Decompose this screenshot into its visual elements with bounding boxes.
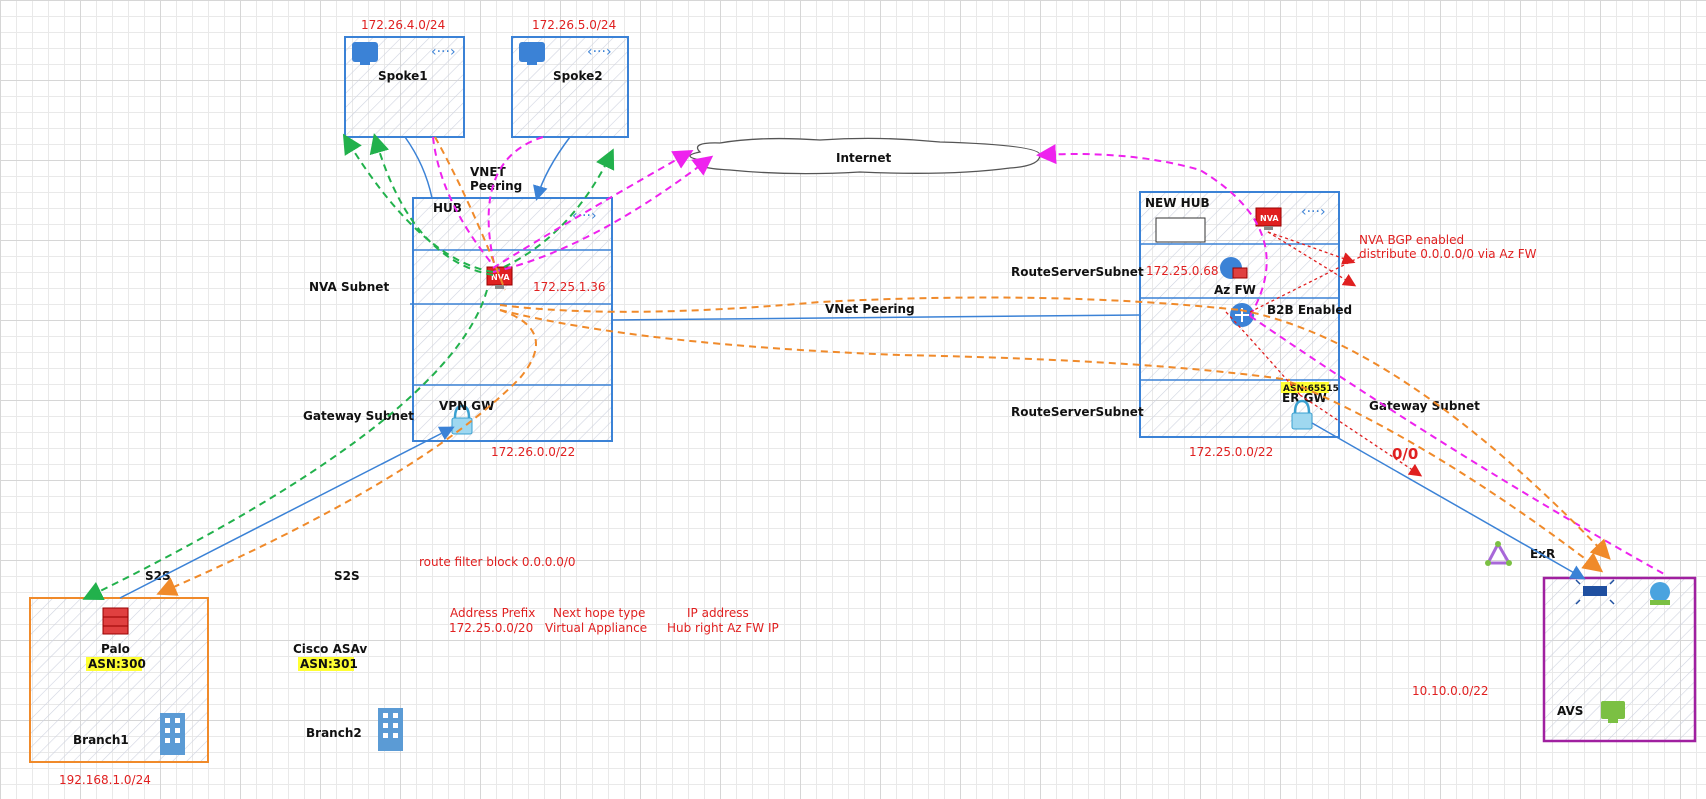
az-fw-icon[interactable] xyxy=(1220,257,1248,279)
new-hub-vnet[interactable]: NEW HUB NVA ‹···› Az FW B2B Enabled ASN:… xyxy=(1139,191,1352,438)
asn-highlight xyxy=(86,657,142,671)
route-table-header-prefix: Address Prefix xyxy=(450,606,535,620)
avs-prefix: 10.10.0.0/22 xyxy=(1412,684,1489,698)
avs-vm-icon xyxy=(1601,701,1625,723)
b2b-label: B2B Enabled xyxy=(1267,303,1352,317)
route-table-header-nexthop: Next hope type xyxy=(553,606,645,620)
branch2-s2s-label: S2S xyxy=(334,569,360,583)
hub-vnet[interactable]: HUB ‹···› NVA VPN GW xyxy=(410,197,613,442)
nva-subnet-label: NVA Subnet xyxy=(309,280,389,294)
vnet-icon: ‹···› xyxy=(431,44,456,60)
er-gw-icon[interactable] xyxy=(1291,399,1313,430)
branch1-label: Branch1 xyxy=(73,733,129,747)
er-gw-label: ER GW xyxy=(1282,391,1327,405)
spoke2-peering-link[interactable] xyxy=(533,136,571,201)
firewall-icon xyxy=(102,607,129,635)
nva-bgp-note-line1: NVA BGP enabled xyxy=(1359,233,1464,247)
vpn-gw-icon[interactable] xyxy=(451,404,473,435)
empty-box xyxy=(1155,217,1206,243)
spoke2-prefix: 172.26.5.0/24 xyxy=(532,18,616,32)
branch2-label: Branch2 xyxy=(306,726,362,740)
magenta-route-newhub-internet xyxy=(1036,144,1268,317)
s2s-vpn-link[interactable] xyxy=(119,426,455,599)
new-hub-label: NEW HUB xyxy=(1145,196,1210,210)
orange-route-avs-b xyxy=(1289,381,1604,573)
spoke1-vnet[interactable]: ‹···› Spoke1 xyxy=(344,36,465,138)
route-filter-note: route filter block 0.0.0.0/0 xyxy=(419,555,576,569)
hub-prefix: 172.26.0.0/22 xyxy=(491,445,575,459)
route-server-subnet-label-2: RouteServerSubnet xyxy=(1011,405,1144,419)
avs-site[interactable]: AVS xyxy=(1542,576,1697,743)
branch1-site[interactable]: Palo ASN:300 Branch1 xyxy=(29,597,209,763)
hub-label: HUB xyxy=(433,201,462,215)
nva-badge: NVA xyxy=(491,273,510,282)
internet-cloud[interactable]: Internet xyxy=(689,137,1041,175)
vnet-icon: ‹···› xyxy=(1301,204,1326,220)
default-route-label: 0/0 xyxy=(1392,445,1418,463)
er-asn: ASN:65515 xyxy=(1283,384,1339,394)
branch1-s2s-label: S2S xyxy=(145,569,171,583)
orange-route-newhub-b xyxy=(499,309,1291,381)
branch1-asn: ASN:300 xyxy=(88,657,146,671)
magenta-route-spoke1 xyxy=(432,136,494,266)
orange-route-spoke1 xyxy=(434,136,506,291)
vnet-peering-label: VNet Peering xyxy=(825,302,915,316)
nva-badge: NVA xyxy=(1260,214,1279,223)
red-bgp-route-1 xyxy=(1267,231,1356,265)
route-table-cell-ip: Hub right Az FW IP xyxy=(667,621,779,635)
gateway-subnet-label: Gateway Subnet xyxy=(303,409,414,423)
exr-triangle-icon xyxy=(1485,540,1512,566)
internet-label: Internet xyxy=(836,151,891,165)
new-hub-nva[interactable]: NVA xyxy=(1255,207,1282,230)
spoke2-vnet[interactable]: ‹···› Spoke2 xyxy=(511,36,629,138)
red-default-route xyxy=(1299,394,1423,477)
red-bgp-route-3 xyxy=(1249,256,1361,313)
new-hub-prefix: 172.25.0.0/22 xyxy=(1189,445,1273,459)
branch2-device: Cisco ASAv xyxy=(293,642,367,656)
red-bgp-route-2 xyxy=(1267,231,1357,287)
hub-nva-ip: 172.25.1.36 xyxy=(533,280,606,294)
branch1-prefix: 192.168.1.0/24 xyxy=(59,773,151,787)
expressroute-link[interactable] xyxy=(1311,422,1586,580)
branch2-asn: ASN:301 xyxy=(300,657,358,671)
nva-bgp-note-line2: distribute 0.0.0.0/0 via Az FW xyxy=(1359,247,1537,261)
vm-icon xyxy=(352,42,378,62)
route-table-cell-prefix: 172.25.0.0/20 xyxy=(449,621,533,635)
spoke2-label: Spoke2 xyxy=(553,69,603,83)
vm-icon xyxy=(519,42,545,62)
route-table-cell-nexthop: Virtual Appliance xyxy=(545,621,647,635)
vnet-icon: ‹···› xyxy=(587,44,612,60)
router-icon xyxy=(1575,579,1615,605)
cloud-icon xyxy=(1650,582,1670,605)
magenta-route-spoke2 xyxy=(487,136,544,269)
vpn-gw-label: VPN GW xyxy=(439,399,494,413)
green-route-spoke1b xyxy=(369,133,494,276)
magenta-route-internet-a xyxy=(492,150,694,269)
asn-highlight xyxy=(298,657,354,671)
branch1-device: Palo xyxy=(101,642,130,656)
orange-route-newhub-a xyxy=(499,296,1241,313)
green-route-branch1 xyxy=(82,289,488,600)
magenta-route-internet-b xyxy=(492,155,714,273)
vnet-icon: ‹···› xyxy=(572,208,597,224)
az-fw-label: Az FW xyxy=(1214,283,1256,297)
green-route-spoke2 xyxy=(492,148,615,273)
avs-label: AVS xyxy=(1557,704,1583,718)
red-bgp-route-4 xyxy=(1225,311,1301,396)
az-fw-ip: 172.25.0.68 xyxy=(1146,264,1219,278)
spoke1-peering-link[interactable] xyxy=(404,136,433,199)
route-table-header-ip: IP address xyxy=(687,606,749,620)
green-route-spoke1a xyxy=(342,133,494,273)
spoke1-prefix: 172.26.4.0/24 xyxy=(361,18,445,32)
spoke1-label: Spoke1 xyxy=(378,69,428,83)
hub-to-newhub-peering-link[interactable] xyxy=(611,314,1141,321)
branch2-building-icon xyxy=(378,708,403,751)
vnet-peering-label-line2: Peering xyxy=(470,179,522,193)
new-hub-gateway-subnet-label: Gateway Subnet xyxy=(1369,399,1480,413)
building-icon xyxy=(160,713,185,755)
route-server-subnet-label-1: RouteServerSubnet xyxy=(1011,265,1144,279)
orange-route-branch1 xyxy=(156,309,537,596)
